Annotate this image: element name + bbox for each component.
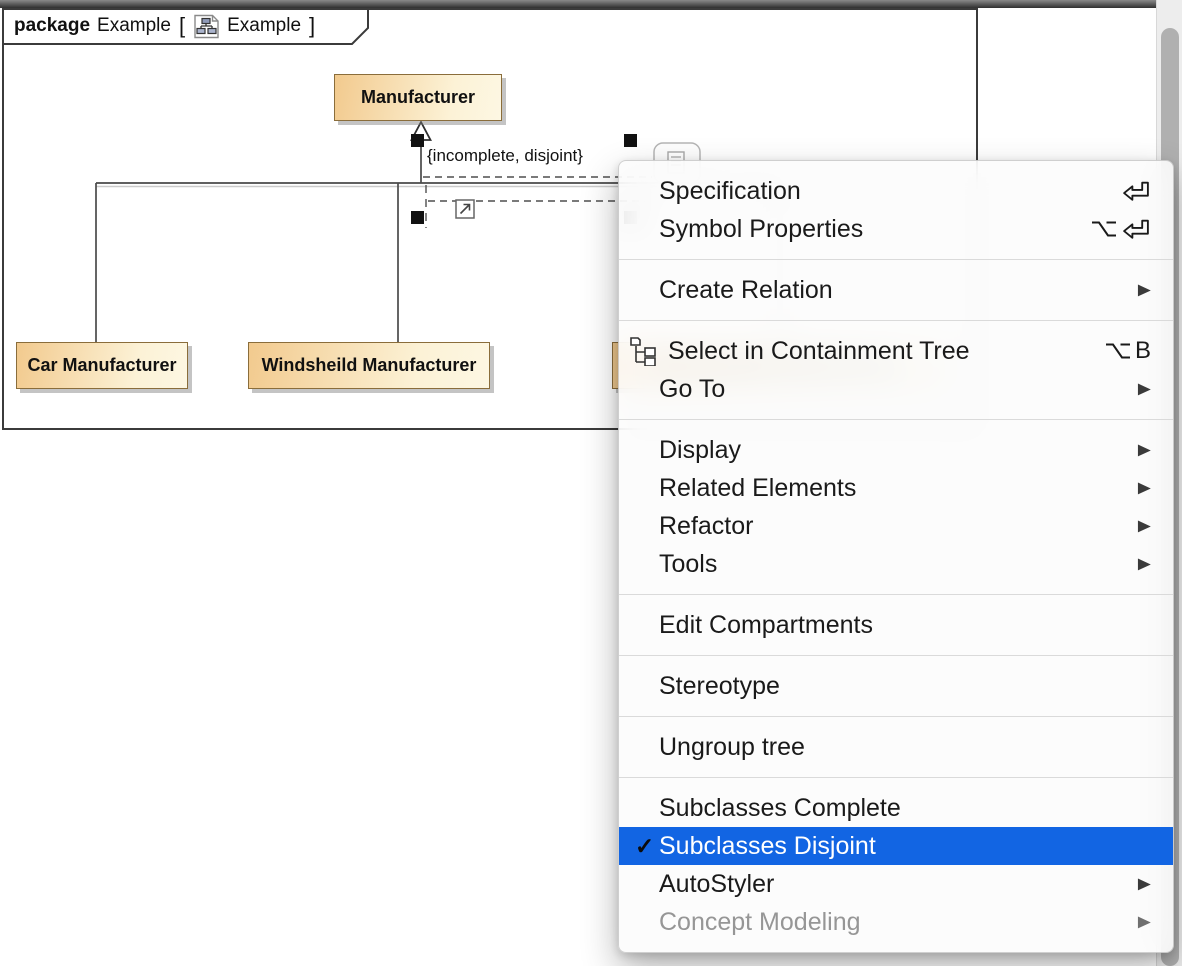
menu-item-symbol-properties[interactable]: Symbol Properties — [619, 210, 1173, 248]
generalization-set-constraint: {incomplete, disjoint} — [427, 146, 583, 165]
menu-item-tools[interactable]: Tools ▶ — [619, 545, 1173, 583]
menu-group: Ungroup tree — [619, 717, 1173, 777]
frame-context-name: Example — [97, 15, 171, 36]
menu-item-label: Subclasses Complete — [659, 793, 901, 822]
menu-separator — [619, 594, 1173, 595]
navigate-link-icon[interactable] — [455, 199, 475, 219]
menu-separator — [619, 777, 1173, 778]
submenu-arrow-icon: ▶ — [1137, 516, 1151, 535]
menu-item-label: Related Elements — [659, 473, 857, 502]
menu-item-label: Symbol Properties — [659, 214, 864, 243]
menu-group: Create Relation ▶ — [619, 260, 1173, 320]
menu-separator — [619, 716, 1173, 717]
menu-item-label: Go To — [659, 374, 726, 403]
menu-item-subclasses-complete[interactable]: Subclasses Complete — [619, 789, 1173, 827]
menu-item-select-in-containment-tree[interactable]: Select in Containment Tree B — [619, 332, 1173, 370]
menu-group: Specification Symbol Properties — [619, 161, 1173, 259]
submenu-arrow-icon: ▶ — [1137, 478, 1151, 497]
window-top-edge — [0, 0, 1182, 8]
submenu-arrow-icon: ▶ — [1137, 912, 1151, 931]
menu-item-edit-compartments[interactable]: Edit Compartments — [619, 606, 1173, 644]
submenu-arrow-icon: ▶ — [1137, 280, 1151, 299]
return-icon — [1121, 178, 1151, 204]
menu-group: Select in Containment Tree B Go To ▶ — [619, 321, 1173, 419]
frame-name-tab — [2, 8, 369, 45]
class-diagram-icon — [194, 14, 219, 38]
menu-group: Stereotype — [619, 656, 1173, 716]
submenu-arrow-icon: ▶ — [1137, 874, 1151, 893]
menu-group: Edit Compartments — [619, 595, 1173, 655]
open-bracket: [ — [178, 13, 186, 38]
menu-separator — [619, 655, 1173, 656]
menu-item-subclasses-disjoint[interactable]: ✓ Subclasses Disjoint — [619, 827, 1173, 865]
submenu-arrow-icon: ▶ — [1137, 554, 1151, 573]
frame-diagram-name: Example — [227, 15, 302, 36]
menu-separator — [619, 259, 1173, 260]
checkmark-icon: ✓ — [635, 832, 655, 859]
menu-item-label: Display — [659, 435, 741, 464]
class-manufacturer[interactable]: Manufacturer — [334, 74, 502, 121]
class-name: Windsheild Manufacturer — [261, 355, 477, 375]
menu-item-label: Specification — [659, 176, 801, 205]
frame-header: package Example [ Example ] — [14, 13, 316, 39]
menu-item-label: Ungroup tree — [659, 732, 805, 761]
menu-item-label: Concept Modeling — [659, 907, 861, 936]
menu-item-label: AutoStyler — [659, 869, 775, 898]
menu-item-label: Stereotype — [659, 671, 780, 700]
menu-item-label: Create Relation — [659, 275, 833, 304]
menu-item-concept-modeling: Concept Modeling ▶ — [619, 903, 1173, 941]
menu-item-label: Select in Containment Tree — [668, 336, 970, 365]
menu-item-label: Tools — [659, 549, 718, 578]
class-name: Car Manufacturer — [27, 355, 177, 375]
menu-item-related-elements[interactable]: Related Elements ▶ — [619, 469, 1173, 507]
menu-item-label: Refactor — [659, 511, 754, 540]
option-icon — [1105, 343, 1130, 359]
class-name: Manufacturer — [360, 87, 476, 107]
shortcut-key: B — [1134, 337, 1151, 364]
submenu-arrow-icon: ▶ — [1137, 379, 1151, 398]
menu-item-label: Edit Compartments — [659, 610, 873, 639]
submenu-arrow-icon: ▶ — [1137, 440, 1151, 459]
menu-item-autostyler[interactable]: AutoStyler ▶ — [619, 865, 1173, 903]
menu-separator — [619, 419, 1173, 420]
menu-item-create-relation[interactable]: Create Relation ▶ — [619, 271, 1173, 309]
menu-group: Display ▶ Related Elements ▶ Refactor ▶ … — [619, 420, 1173, 594]
menu-item-go-to[interactable]: Go To ▶ — [619, 370, 1173, 408]
selection-handle[interactable] — [624, 134, 637, 147]
menu-group: Subclasses Complete ✓ Subclasses Disjoin… — [619, 778, 1173, 952]
menu-item-stereotype[interactable]: Stereotype — [619, 667, 1173, 705]
menu-item-specification[interactable]: Specification — [619, 172, 1173, 210]
menu-item-ungroup-tree[interactable]: Ungroup tree — [619, 728, 1173, 766]
menu-item-display[interactable]: Display ▶ — [619, 431, 1173, 469]
close-bracket: ] — [309, 13, 316, 38]
frame-keyword: package — [14, 15, 91, 36]
selection-handle[interactable] — [411, 211, 424, 224]
menu-separator — [619, 320, 1173, 321]
class-windsheild-manufacturer[interactable]: Windsheild Manufacturer — [248, 342, 490, 389]
option-return-icon — [1091, 216, 1151, 242]
class-car-manufacturer[interactable]: Car Manufacturer — [16, 342, 188, 389]
containment-tree-icon — [629, 336, 659, 366]
context-menu: Specification Symbol Properties Create R… — [618, 160, 1174, 953]
shortcut-option-b: B — [1105, 337, 1151, 365]
menu-item-label: Subclasses Disjoint — [659, 831, 876, 860]
selection-handle[interactable] — [411, 134, 424, 147]
menu-item-refactor[interactable]: Refactor ▶ — [619, 507, 1173, 545]
